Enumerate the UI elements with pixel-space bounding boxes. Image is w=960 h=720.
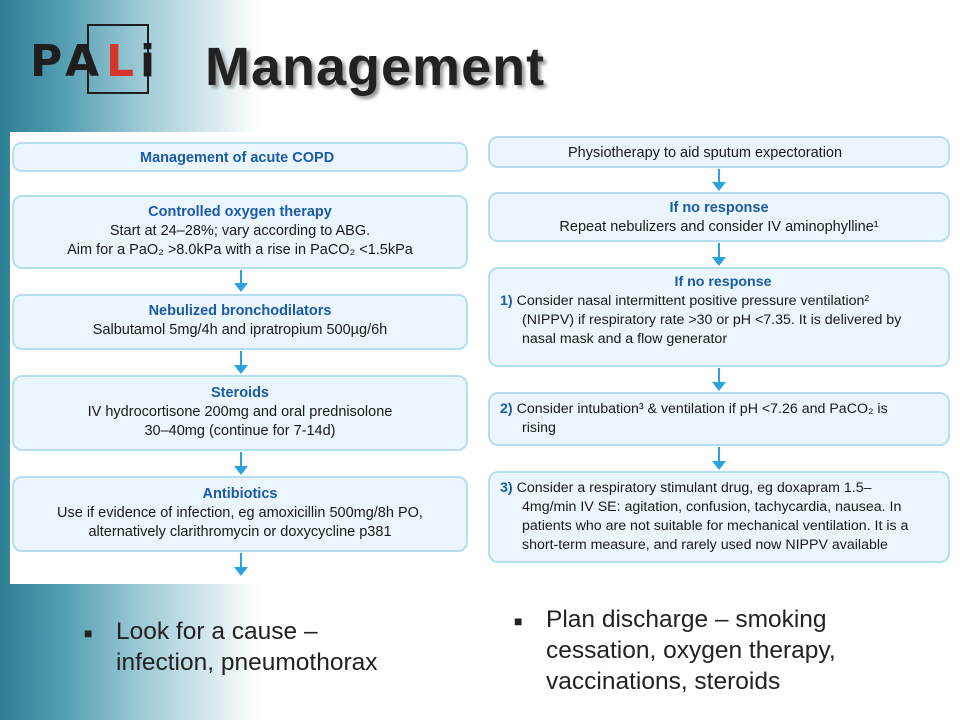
doxapram-line: patients who are not suitable for mechan… — [522, 518, 909, 534]
steroids-line: 30–40mg (continue for 7-14d) — [144, 423, 336, 439]
logo-letter-l: L — [106, 36, 135, 87]
left-flowchart: Management of acute COPD Controlled oxyg… — [10, 132, 470, 584]
intubation-line: Consider intubation³ & ventilation if pH… — [516, 401, 888, 417]
aminophylline-line: Repeat nebulizers and consider IV aminop… — [559, 219, 879, 235]
doxapram-line: 4mg/min IV SE: agitation, confusion, tac… — [522, 499, 902, 515]
oxygen-therapy-line: Aim for a PaO₂ >8.0kPa with a rise in Pa… — [67, 242, 413, 258]
square-bullet-icon: ■ — [514, 613, 523, 629]
intubation-box: 2)Consider intubation³ & ventilation if … — [488, 392, 950, 446]
steroids-line: IV hydrocortisone 200mg and oral prednis… — [87, 404, 393, 420]
no-response-heading: If no response — [669, 200, 769, 216]
flow-arrow — [712, 169, 726, 191]
intubation-line: rising — [522, 420, 556, 436]
bronchodilators-box: Nebulized bronchodilators Salbutamol 5mg… — [12, 294, 468, 350]
bullet-line: cessation, oxygen therapy, — [546, 637, 836, 664]
step-number: 1) — [500, 293, 513, 309]
respiratory-stimulant-box: 3)Consider a respiratory stimulant drug,… — [488, 471, 950, 563]
flow-arrow — [712, 447, 726, 470]
antibiotics-line: Use if evidence of infection, eg amoxici… — [57, 505, 423, 521]
bullet-line: Look for a cause – — [116, 618, 318, 645]
physiotherapy-label: Physiotherapy to aid sputum expectoratio… — [568, 145, 843, 161]
nippv-line: (NIPPV) if respiratory rate >30 or pH <7… — [522, 312, 902, 328]
logo-frame — [87, 24, 149, 94]
square-bullet-icon: ■ — [84, 625, 93, 641]
logo-letter-a: A — [65, 36, 100, 87]
flow-arrow — [234, 351, 248, 374]
antibiotics-heading: Antibiotics — [202, 486, 278, 502]
doxapram-line: short-term measure, and rarely used now … — [522, 537, 888, 553]
steroids-box: Steroids IV hydrocortisone 200mg and ora… — [12, 375, 468, 451]
nippv-line: Consider nasal intermittent positive pre… — [516, 293, 870, 309]
flow-header-label: Management of acute COPD — [140, 150, 335, 166]
logo-letter-p: P — [30, 36, 63, 87]
flow-arrow — [712, 368, 726, 391]
no-response-box-1: If no response Repeat nebulizers and con… — [488, 192, 950, 242]
bullet-line: Plan discharge – smoking — [546, 606, 827, 633]
oxygen-therapy-box: Controlled oxygen therapy Start at 24–28… — [12, 195, 468, 269]
antibiotics-line: alternatively clarithromycin or doxycycl… — [88, 524, 392, 540]
flow-arrow — [712, 243, 726, 266]
bronchodilators-heading: Nebulized bronchodilators — [148, 303, 332, 319]
doxapram-line: Consider a respiratory stimulant drug, e… — [516, 480, 872, 496]
steroids-heading: Steroids — [210, 385, 269, 401]
step-number: 3) — [500, 480, 513, 496]
nippv-line: nasal mask and a flow generator — [522, 331, 728, 347]
oxygen-therapy-heading: Controlled oxygen therapy — [148, 204, 332, 220]
flow-arrow — [234, 553, 248, 576]
oxygen-therapy-line: Start at 24–28%; vary according to ABG. — [109, 223, 371, 239]
pali-logo: P A L i — [30, 22, 170, 98]
bullet-line: vaccinations, steroids — [546, 668, 781, 695]
bronchodilators-line: Salbutamol 5mg/4h and ipratropium 500µg/… — [92, 322, 388, 338]
bullet-line: infection, pneumothorax — [116, 649, 378, 676]
right-flowchart: Physiotherapy to aid sputum expectoratio… — [486, 132, 952, 572]
bullet-look-for-cause: ■ Look for a cause – infection, pneumoth… — [84, 616, 496, 678]
step-number: 2) — [500, 401, 513, 417]
flow-arrow — [234, 270, 248, 292]
physiotherapy-box: Physiotherapy to aid sputum expectoratio… — [488, 136, 950, 168]
antibiotics-box: Antibiotics Use if evidence of infection… — [12, 476, 468, 552]
flow-header: Management of acute COPD — [12, 142, 468, 172]
bullet-plan-discharge: ■ Plan discharge – smoking cessation, ox… — [514, 604, 960, 697]
no-response-box-2: If no response 1)Consider nasal intermit… — [488, 267, 950, 367]
page-title: Management — [205, 37, 546, 97]
logo-letter-i: i — [140, 36, 156, 87]
no-response-heading: If no response — [674, 274, 772, 290]
flow-arrow — [234, 452, 248, 475]
